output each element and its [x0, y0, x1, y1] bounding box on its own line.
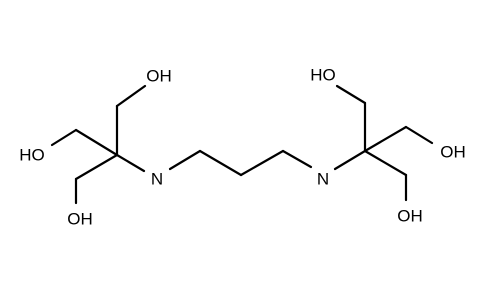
atom-label-ho-mid-left: HO	[19, 146, 45, 165]
bond-n2-c8	[333, 149, 367, 171]
atom-label-oh-top-left: OH	[146, 67, 172, 86]
atom-label-ho-top-right: HO	[310, 66, 336, 85]
bond-c10-o5	[404, 125, 434, 145]
bond-c5-c6	[198, 149, 243, 177]
bond-c3-o2	[50, 128, 78, 147]
atom-label-n-left: N	[151, 170, 163, 189]
atom-label-n-right: N	[317, 170, 329, 189]
bond-c2-o1	[115, 84, 147, 108]
bond-c9-o4	[335, 84, 367, 105]
bond-c8-c10	[363, 125, 408, 153]
left-hydroxymethyl-group	[50, 84, 147, 205]
atom-label-oh-bottom-right: OH	[397, 207, 423, 226]
bond-c1-c4	[74, 153, 119, 181]
bond-c1-c3	[74, 128, 119, 157]
atom-label-oh-mid-right: OH	[440, 143, 466, 162]
propyl-linker	[168, 149, 313, 177]
right-hydroxymethyl-group	[333, 84, 434, 202]
bond-c7-n2	[281, 149, 313, 169]
bond-n1-c5	[168, 149, 202, 171]
atom-label-oh-bottom-left: OH	[67, 210, 93, 229]
bond-c1-n1	[115, 153, 146, 173]
bond-c8-c11	[363, 149, 408, 177]
bond-c6-c7	[239, 149, 285, 177]
